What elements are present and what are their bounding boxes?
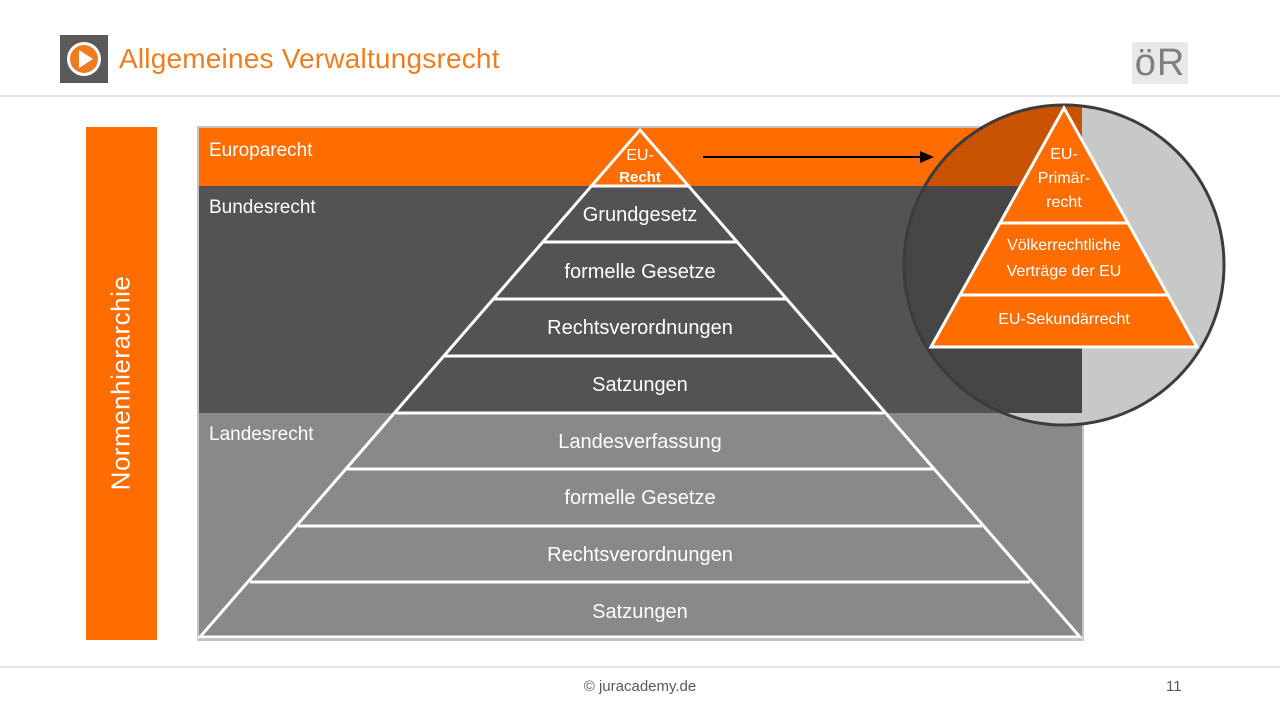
level-landesverfassung: Landesverfassung [558,431,721,453]
level-formelle-gesetze-land: formelle Gesetze [564,487,715,509]
eu-secondary-label: EU-Sekundärrecht [998,311,1130,328]
footer-divider [0,666,1280,668]
landesrecht-label: Landesrecht [209,424,314,445]
level-formelle-gesetze-bund: formelle Gesetze [564,261,715,283]
footer-copyright: © juracademy.de [583,678,697,695]
level-satzungen-land: Satzungen [592,601,688,623]
eu-treaties-label-line1: Völkerrechtliche [1007,237,1121,254]
pyramid-outline [196,127,1084,639]
slide-header: Allgemeines Verwaltungsrecht öR [0,0,1280,96]
play-icon [60,35,108,83]
eu-primary-label-line1: EU- [1050,146,1078,163]
level-grundgesetz: Grundgesetz [583,204,698,226]
pyramid-top-label-line1: EU- [626,147,654,164]
level-satzungen-bund: Satzungen [592,374,688,396]
eu-detail-circle: EU- Primär- recht Völkerrechtliche Vertr… [902,103,1226,427]
level-rechtsverordnungen-bund: Rechtsverordnungen [547,317,733,339]
europarecht-label: Europarecht [209,140,313,161]
zoom-arrow [703,151,934,163]
eu-primary-label-line3: recht [1046,194,1082,211]
subject-badge: öR [1132,42,1188,84]
level-rechtsverordnungen-land: Rechtsverordnungen [547,544,733,566]
eu-secondary-tier [928,293,1200,349]
page-number: 11 [1166,678,1182,695]
header-divider [0,95,1280,97]
eu-primary-label-line2: Primär- [1038,170,1090,187]
pyramid-top-label-line2: Recht [619,169,661,186]
eu-pyramid: EU- Primär- recht Völkerrechtliche Vertr… [928,104,1200,349]
slide-title: Allgemeines Verwaltungsrecht [119,43,500,74]
sidebar-bar [86,127,157,640]
bundesrecht-label: Bundesrecht [209,197,316,218]
eu-treaties-label-line2: Verträge der EU [1007,263,1122,280]
main-pyramid: EU- Recht Grundgesetz formelle Gesetze R… [196,127,1084,639]
